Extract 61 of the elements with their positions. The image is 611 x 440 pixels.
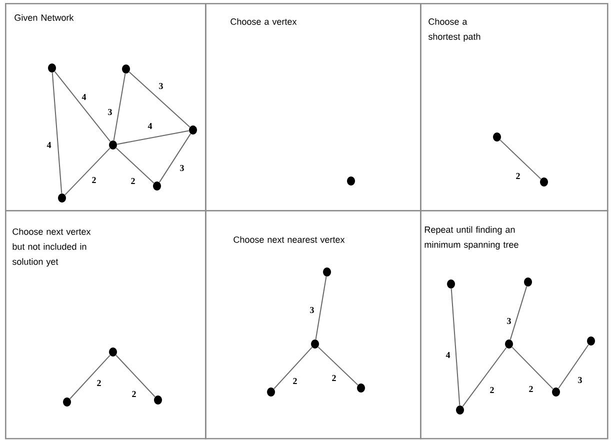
- vertex-dot: [447, 280, 455, 288]
- vertex-dot: [493, 132, 501, 142]
- edge-line: [64, 148, 110, 196]
- edge-label: 2: [528, 386, 534, 392]
- vertex-dot: [153, 182, 161, 190]
- edge-label: 2: [331, 374, 337, 382]
- edge-line: [54, 71, 111, 142]
- vertex-dot: [58, 194, 66, 202]
- edge-label: 3: [577, 376, 583, 384]
- vertex-dot: [323, 268, 331, 276]
- edge-label: 2: [489, 386, 495, 394]
- vertex-dot: [552, 388, 560, 396]
- edge-label: 2: [91, 176, 97, 184]
- edge-label: 4: [147, 122, 153, 130]
- vertex-dot: [48, 64, 56, 72]
- vertex-dot: [109, 348, 117, 356]
- edge-label: 3: [309, 306, 315, 314]
- edge-label: 3: [107, 108, 113, 116]
- edge-line: [318, 346, 358, 386]
- edge-label: 2: [292, 378, 298, 384]
- vertex-dot: [456, 406, 464, 414]
- edge-line: [52, 72, 62, 194]
- edge-line: [500, 140, 542, 180]
- vertex-dot: [347, 176, 355, 186]
- edge-label: 4: [46, 142, 52, 148]
- vertex-dot: [109, 140, 117, 150]
- edge-label: 3: [158, 82, 164, 90]
- vertex-dot: [357, 384, 365, 392]
- edge-line: [512, 346, 554, 390]
- edge-line: [128, 71, 190, 128]
- edge-label: 3: [506, 317, 512, 325]
- vertex-dot: [540, 178, 548, 186]
- vertex-dot: [267, 388, 275, 396]
- edge-line: [116, 354, 156, 398]
- edge-label: 2: [130, 178, 136, 184]
- vertex-dot: [311, 340, 319, 348]
- vertex-dot: [189, 126, 197, 134]
- vertex-dot: [63, 398, 71, 406]
- vertex-dot: [154, 396, 162, 404]
- edge-label: 4: [445, 352, 451, 358]
- edge-label: 2: [515, 172, 521, 180]
- edge-line: [70, 354, 110, 400]
- edge-line: [274, 346, 312, 390]
- vertex-dot: [122, 64, 130, 74]
- edge-label: 2: [131, 390, 137, 398]
- vertex-dot: [524, 278, 532, 286]
- edge-label: 3: [179, 164, 185, 172]
- panel: Choose a vertex: [205, 3, 422, 212]
- edge-line: [116, 130, 190, 145]
- edge-line: [510, 286, 528, 340]
- vertex-dot: [587, 336, 595, 346]
- edge-line: [116, 148, 154, 184]
- edge-line: [113, 73, 126, 141]
- edge-label: 4: [81, 94, 87, 100]
- edge-line: [158, 133, 192, 183]
- edge-line: [462, 347, 507, 407]
- edge-label: 2: [96, 380, 102, 386]
- edge-line: [450, 288, 460, 406]
- edge-line: [558, 344, 589, 389]
- vertex-dot: [505, 340, 513, 348]
- edge-line: [315, 276, 327, 340]
